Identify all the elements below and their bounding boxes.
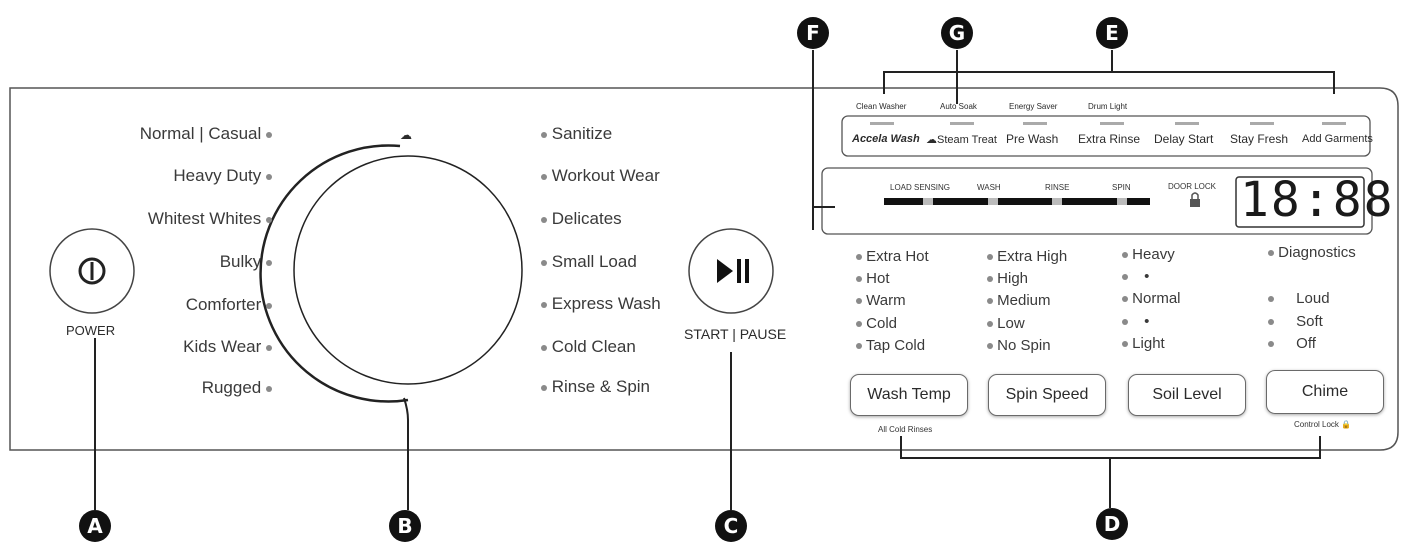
diagnostics-label: Diagnostics	[1268, 244, 1356, 261]
soil-light: Light	[1122, 335, 1165, 352]
time-display	[1235, 176, 1365, 228]
option-pre-wash[interactable]: Pre Wash	[1006, 132, 1059, 146]
progress-bar	[884, 198, 1150, 205]
steam-icon: ☁	[926, 134, 937, 146]
option-steam-treat[interactable]: ☁Steam Treat	[926, 134, 997, 146]
spin-no-spin: No Spin	[987, 337, 1051, 354]
cycle-dial	[293, 155, 523, 385]
spin-medium: Medium	[987, 292, 1051, 309]
callout-f: F	[797, 17, 829, 49]
wash-temp-hot: Hot	[856, 270, 890, 287]
callout-b: B	[389, 510, 421, 542]
cycle-kids-wear[interactable]: Kids Wear	[32, 337, 272, 357]
stage-rinse: RINSE	[1045, 183, 1070, 192]
callout-c: C	[715, 510, 747, 542]
chime-soft: Soft	[1268, 313, 1323, 330]
option-stay-fresh[interactable]: Stay Fresh	[1230, 132, 1289, 146]
lock-icon: 🔒	[1341, 420, 1352, 429]
soil-level-button[interactable]: Soil Level	[1128, 374, 1246, 416]
soil-level-mid-high: •	[1122, 268, 1149, 285]
chime-loud: Loud	[1268, 290, 1330, 307]
option-extra-rinse[interactable]: Extra Rinse	[1078, 132, 1141, 146]
dial-arc	[259, 144, 409, 403]
wash-temp-button[interactable]: Wash Temp	[850, 374, 968, 416]
option-indicators	[870, 122, 1346, 125]
wash-temp-cold: Cold	[856, 315, 897, 332]
start-pause-label: START | PAUSE	[684, 326, 787, 342]
callout-g: G	[941, 17, 973, 49]
soil-heavy: Heavy	[1122, 246, 1175, 263]
panel-outline	[9, 87, 1399, 451]
cycle-express-wash[interactable]: Express Wash	[541, 294, 661, 314]
stage-load-sensing: LOAD SENSING	[890, 183, 951, 192]
soil-level-mid-low: •	[1122, 313, 1149, 330]
cycle-comforter[interactable]: Comforter	[32, 295, 272, 315]
cycle-cold-clean[interactable]: Cold Clean	[541, 337, 636, 357]
cycle-delicates[interactable]: Delicates	[541, 209, 622, 229]
wash-temp-extra-hot: Extra Hot	[856, 248, 929, 265]
cycle-bulky[interactable]: Bulky	[32, 252, 272, 272]
option-add-garments[interactable]: Add Garments	[1302, 133, 1373, 145]
option-top-energy-saver: Energy Saver	[1009, 102, 1058, 111]
time-readout: 18:88	[1240, 172, 1395, 228]
option-top-auto-soak: Auto Soak	[940, 102, 977, 111]
cycle-workout-wear[interactable]: Workout Wear	[541, 166, 660, 186]
cycle-normal-casual[interactable]: Normal | Casual	[32, 124, 272, 144]
spin-high: High	[987, 270, 1028, 287]
power-icon	[78, 257, 106, 285]
all-cold-rinses-label: All Cold Rinses	[878, 425, 933, 434]
start-pause-button[interactable]	[689, 229, 773, 313]
cycle-heavy-duty[interactable]: Heavy Duty	[32, 166, 272, 186]
cycle-small-load[interactable]: Small Load	[541, 252, 637, 272]
callout-d: D	[1096, 508, 1128, 540]
steam-icon: ☁	[400, 128, 412, 142]
chime-off: Off	[1268, 335, 1316, 352]
play-icon	[717, 259, 733, 283]
option-accela-wash[interactable]: Accela Wash	[852, 133, 920, 145]
power-label: POWER	[66, 323, 116, 338]
stage-wash: WASH	[977, 183, 1001, 192]
cycle-rinse-spin[interactable]: Rinse & Spin	[541, 377, 650, 397]
wash-temp-tap-cold: Tap Cold	[856, 337, 925, 354]
chime-button[interactable]: Chime	[1266, 370, 1384, 414]
callout-a: A	[79, 510, 111, 542]
status-display-box	[821, 167, 1373, 235]
spin-low: Low	[987, 315, 1025, 332]
control-lock-label: Control Lock 🔒	[1294, 420, 1352, 429]
option-top-drum-light: Drum Light	[1088, 102, 1128, 111]
door-lock-label: DOOR LOCK	[1168, 182, 1217, 191]
cycle-rugged[interactable]: Rugged	[32, 378, 272, 398]
options-box	[841, 115, 1371, 157]
wash-temp-warm: Warm	[856, 292, 906, 309]
callout-e: E	[1096, 17, 1128, 49]
option-delay-start[interactable]: Delay Start	[1154, 132, 1214, 146]
spin-speed-button[interactable]: Spin Speed	[988, 374, 1106, 416]
option-top-clean-washer: Clean Washer	[856, 102, 907, 111]
stage-spin: SPIN	[1112, 183, 1131, 192]
soil-normal: Normal	[1122, 290, 1181, 307]
cycle-sanitize[interactable]: Sanitize	[541, 124, 612, 144]
spin-extra-high: Extra High	[987, 248, 1067, 265]
lock-icon	[1190, 199, 1200, 207]
cycle-whitest-whites[interactable]: Whitest Whites	[32, 209, 272, 229]
